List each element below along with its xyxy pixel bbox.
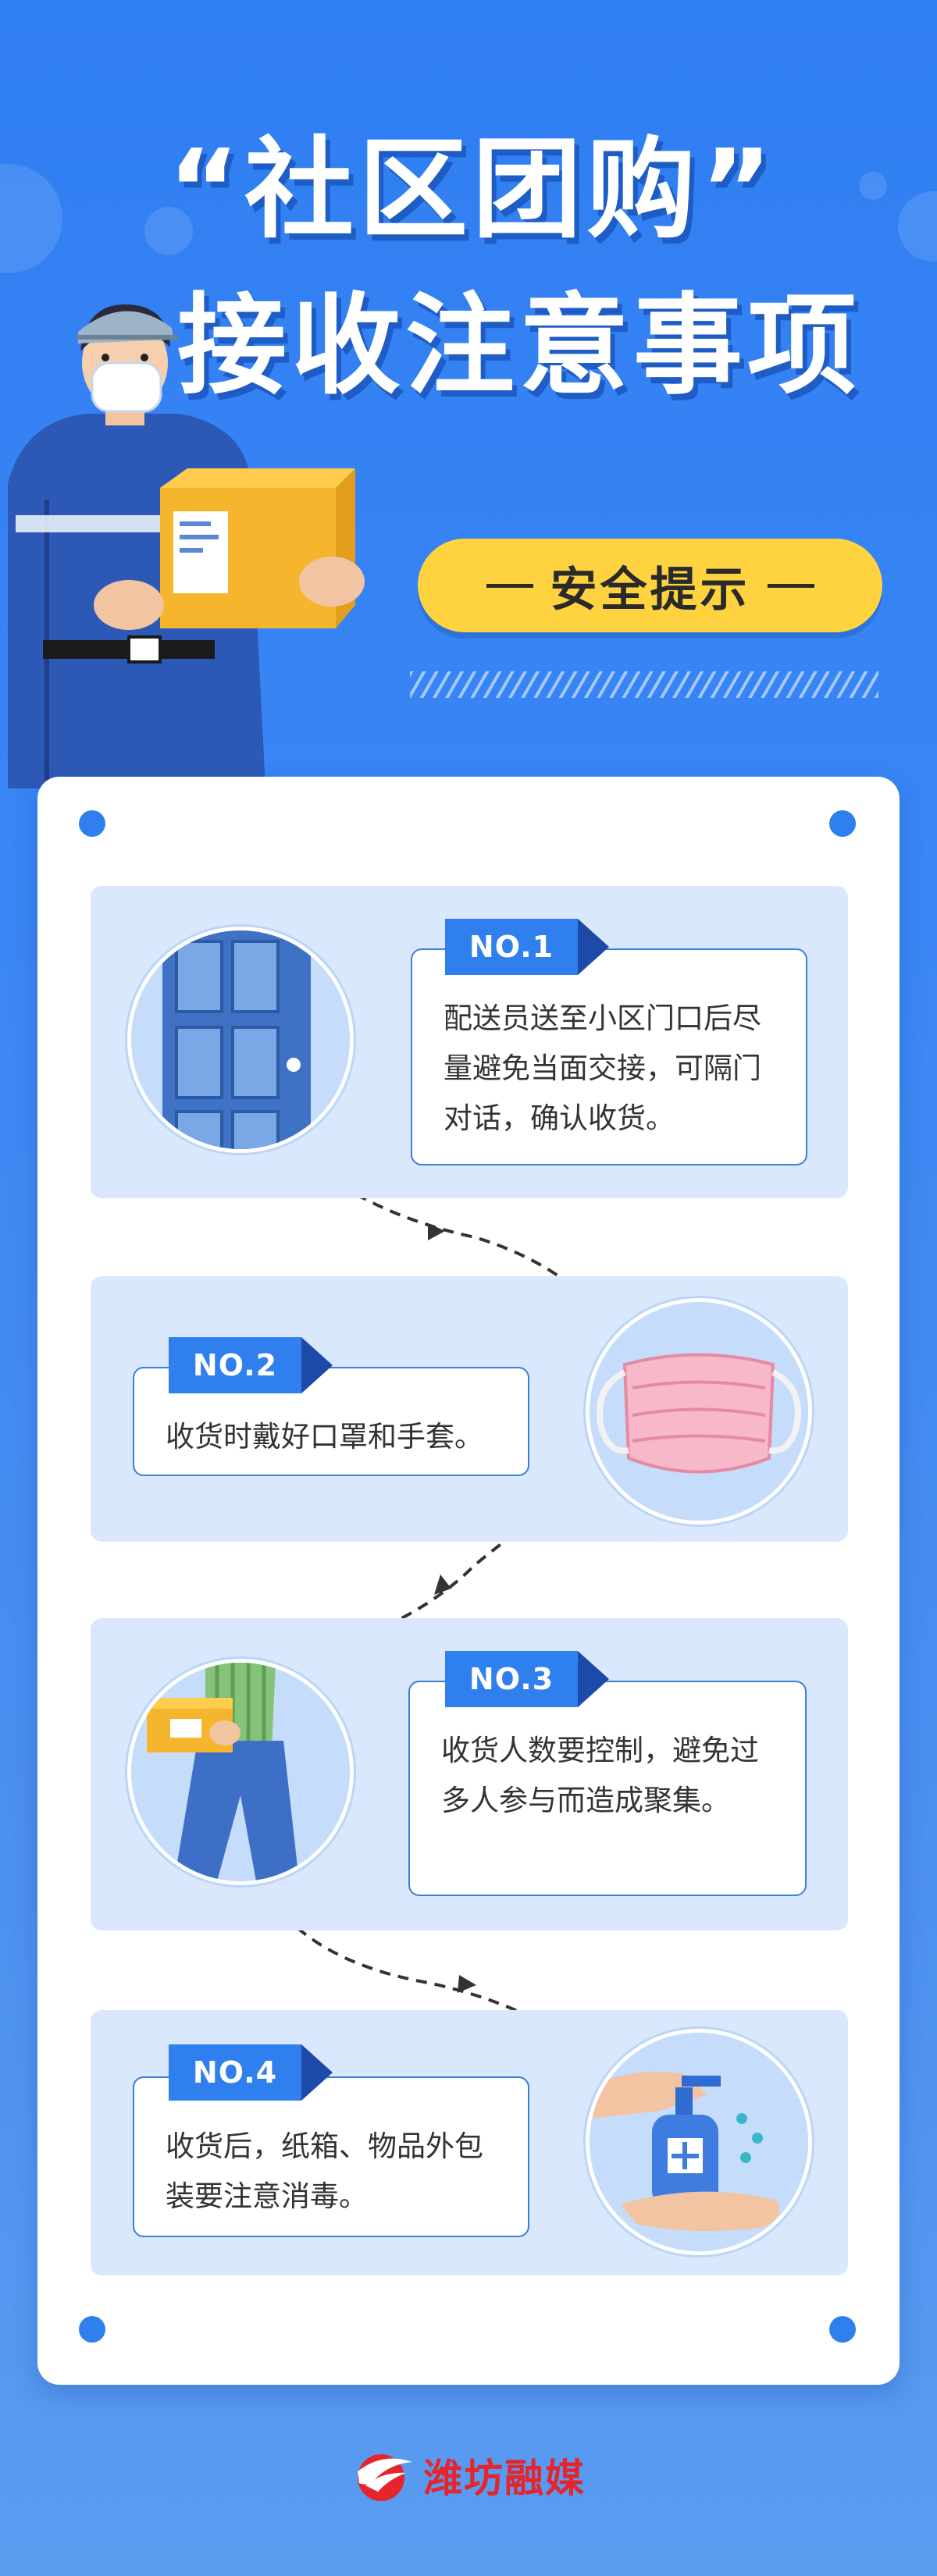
step-tag-2: NO.2	[169, 1337, 301, 1393]
safety-tip-badge: 安全提示	[418, 539, 882, 632]
step-note-4: 收货后，纸箱、物品外包装要注意消毒。	[133, 2076, 529, 2237]
delivery-man-illustration	[8, 304, 365, 788]
corner-dot	[829, 2316, 856, 2343]
corner-dot	[79, 810, 105, 837]
deco-circle	[859, 172, 887, 200]
decorative-stripes	[410, 671, 878, 698]
step-note-2: 收货时戴好口罩和手套。	[133, 1367, 529, 1476]
step-note-1: 配送员送至小区门口后尽量避免当面交接，可隔门对话，确认收货。	[411, 948, 807, 1165]
title-line-2: 接收注意事项	[176, 283, 861, 410]
deco-circle	[144, 207, 193, 255]
safety-tip-label: 安全提示	[550, 562, 750, 617]
step-tag-3: NO.3	[445, 1651, 578, 1707]
badge-dash-left	[486, 583, 533, 588]
corner-dot	[829, 810, 856, 837]
badge-dash-right	[767, 583, 814, 588]
hand-sanitizer-icon	[586, 2029, 812, 2255]
step-tag-1: NO.1	[445, 919, 578, 975]
step-text-4: 收货后，纸箱、物品外包装要注意消毒。	[166, 2129, 483, 2213]
step-text-2: 收货时戴好口罩和手套。	[166, 1420, 483, 1453]
walking-delivery-icon	[127, 1659, 354, 1885]
deco-circle	[0, 164, 62, 273]
step-note-3: 收货人数要控制，避免过多人参与而造成聚集。	[408, 1681, 807, 1896]
step-tag-4: NO.4	[169, 2044, 301, 2101]
title-line-1: “社区团购”	[167, 126, 778, 254]
corner-dot	[79, 2316, 105, 2343]
footer-brand: 潍坊融媒	[351, 2447, 586, 2503]
brand-logo-icon	[358, 2454, 412, 2501]
step-text-1: 配送员送至小区门口后尽量避免当面交接，可隔门对话，确认收货。	[444, 1002, 761, 1135]
deco-circle	[898, 191, 937, 262]
step-text-3: 收货人数要控制，避免过多人参与而造成聚集。	[441, 1734, 759, 1817]
brand-name: 潍坊融媒	[423, 2456, 586, 2501]
steps-card: 配送员送至小区门口后尽量避免当面交接，可隔门对话，确认收货。 NO.1 收货时戴…	[37, 777, 900, 2385]
door-icon	[127, 927, 354, 1153]
mask-icon	[586, 1298, 812, 1525]
